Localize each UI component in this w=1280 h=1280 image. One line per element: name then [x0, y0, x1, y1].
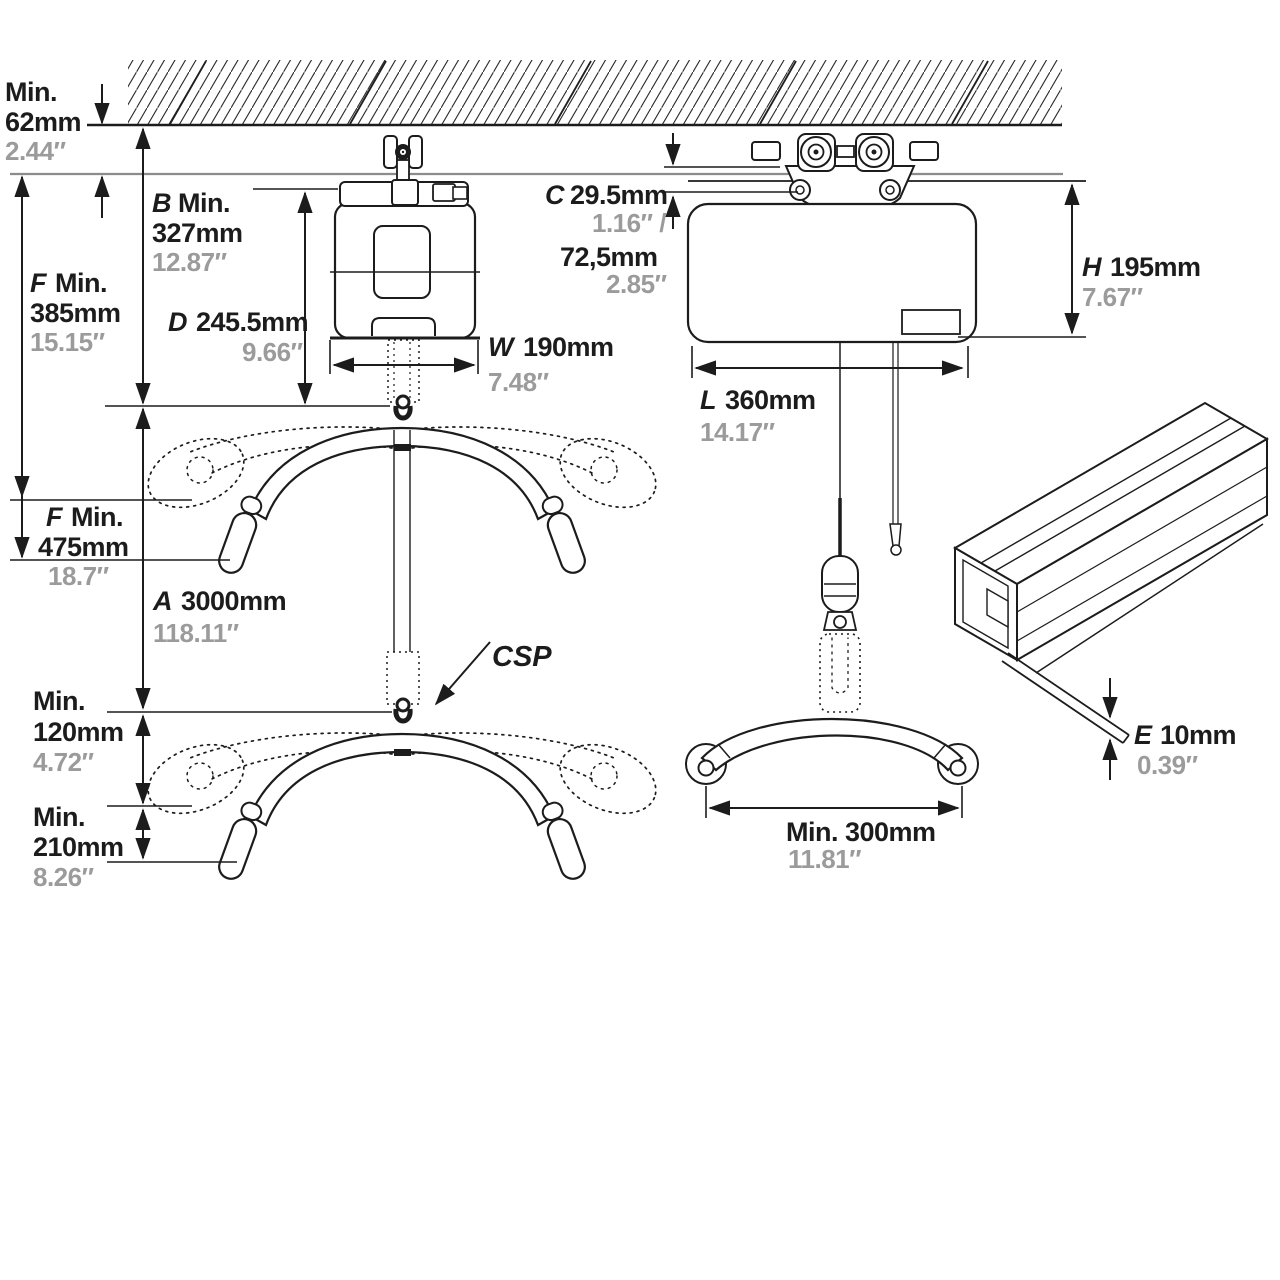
motor-window — [373, 225, 431, 299]
dim-c-mm: 29.5mm — [570, 180, 668, 210]
dim-w-mm: 190mm — [523, 332, 614, 362]
dim-h-letter: H — [1082, 252, 1102, 282]
handle-right — [541, 495, 586, 574]
dim-c-inch: 1.16″ / — [592, 208, 666, 238]
dim-b-label: Min. — [178, 188, 230, 218]
front-view — [147, 135, 657, 880]
dim-a-inch: 118.11″ — [153, 618, 239, 648]
strap-connector — [819, 555, 861, 713]
dim-b-inch: 12.87″ — [152, 247, 227, 277]
dim-min62-mm: 62mm — [5, 107, 81, 137]
dim-d-inch: 9.66″ — [242, 337, 303, 367]
mounting-strip — [1001, 523, 1264, 744]
dim-h-mm: 195mm — [1110, 252, 1201, 282]
dim-e-mm: 10mm — [1160, 720, 1236, 750]
labels: Min. 62mm 2.44″ B Min. 327mm 12.87″ F Mi… — [5, 77, 1237, 892]
dim-f475-mm: 475mm — [38, 532, 129, 562]
dim-min210-label: Min. — [33, 802, 85, 832]
dim-l-letter: L — [700, 385, 716, 415]
extension-lines — [10, 166, 1086, 863]
lift-strap-upper — [387, 339, 420, 403]
dim-f385-letter: F — [30, 268, 48, 298]
dimension-lines — [14, 84, 1118, 860]
dim-b-letter: B — [152, 188, 171, 218]
ceiling-hatch — [87, 60, 1062, 127]
dim-e-letter: E — [1134, 720, 1153, 750]
dim-w-letter: W — [488, 332, 516, 362]
dim-f385-label: Min. — [55, 268, 107, 298]
trolley-front — [383, 135, 423, 185]
handle-right — [541, 801, 586, 880]
dim-f385-mm: 385mm — [30, 298, 121, 328]
strap-outlet-box — [432, 183, 456, 202]
side-view — [685, 133, 979, 785]
dim-min120-mm: 120mm — [33, 717, 124, 747]
hoist-motor-side — [686, 202, 978, 344]
dim-f475-letter: F — [46, 502, 64, 532]
dim-min62-label: Min. — [5, 77, 57, 107]
dim-min300-inch: 11.81″ — [788, 844, 861, 874]
dim-w-inch: 7.48″ — [488, 367, 549, 397]
rail-profile-isometric — [953, 401, 1269, 744]
dim-min210-mm: 210mm — [33, 832, 124, 862]
dim-f475-label: Min. — [71, 502, 123, 532]
dim-f475-inch: 18.7″ — [48, 561, 109, 591]
dim-min120-inch: 4.72″ — [33, 747, 94, 777]
dim-c-inch2: 2.85″ — [606, 269, 667, 299]
dim-b-mm: 327mm — [152, 218, 243, 248]
dim-h-inch: 7.67″ — [1082, 282, 1143, 312]
dim-l-inch: 14.17″ — [700, 417, 775, 447]
dim-min210-inch: 8.26″ — [33, 862, 94, 892]
handle-left — [218, 495, 263, 574]
dim-min62-inch: 2.44″ — [5, 136, 66, 166]
hoist-motor-front — [330, 179, 480, 340]
motor-label-plate — [901, 309, 961, 335]
dim-a-mm: 3000mm — [181, 586, 286, 616]
dim-c-mm2: 72,5mm — [560, 242, 658, 272]
dim-l-mm: 360mm — [725, 385, 816, 415]
spreader-band — [248, 426, 556, 521]
dim-d-mm: 245.5mm — [196, 307, 308, 337]
spreader-bar-side — [685, 717, 979, 785]
csp-label: CSP — [492, 641, 552, 673]
handle-left — [218, 801, 263, 880]
trolley-side — [751, 133, 939, 213]
dim-d-letter: D — [168, 307, 187, 337]
motor-slot — [371, 317, 436, 336]
dim-f385-inch: 15.15″ — [30, 327, 105, 357]
lift-strap-mid — [386, 430, 420, 705]
dim-c-letter: C — [545, 180, 565, 210]
csp-arrow — [434, 641, 491, 706]
dim-a-letter: A — [152, 586, 172, 616]
dim-min120-label: Min. — [33, 686, 85, 716]
dim-min300-mm: Min. 300mm — [786, 817, 936, 847]
spreader-bar-upper — [147, 426, 657, 574]
strap-hook-lower-csp — [393, 697, 413, 724]
spreader-bar-lower — [147, 732, 657, 880]
strap-hook-upper — [393, 394, 413, 421]
spreader-band — [248, 732, 556, 827]
emergency-cord — [889, 342, 902, 556]
dim-e-inch: 0.39″ — [1137, 750, 1198, 780]
